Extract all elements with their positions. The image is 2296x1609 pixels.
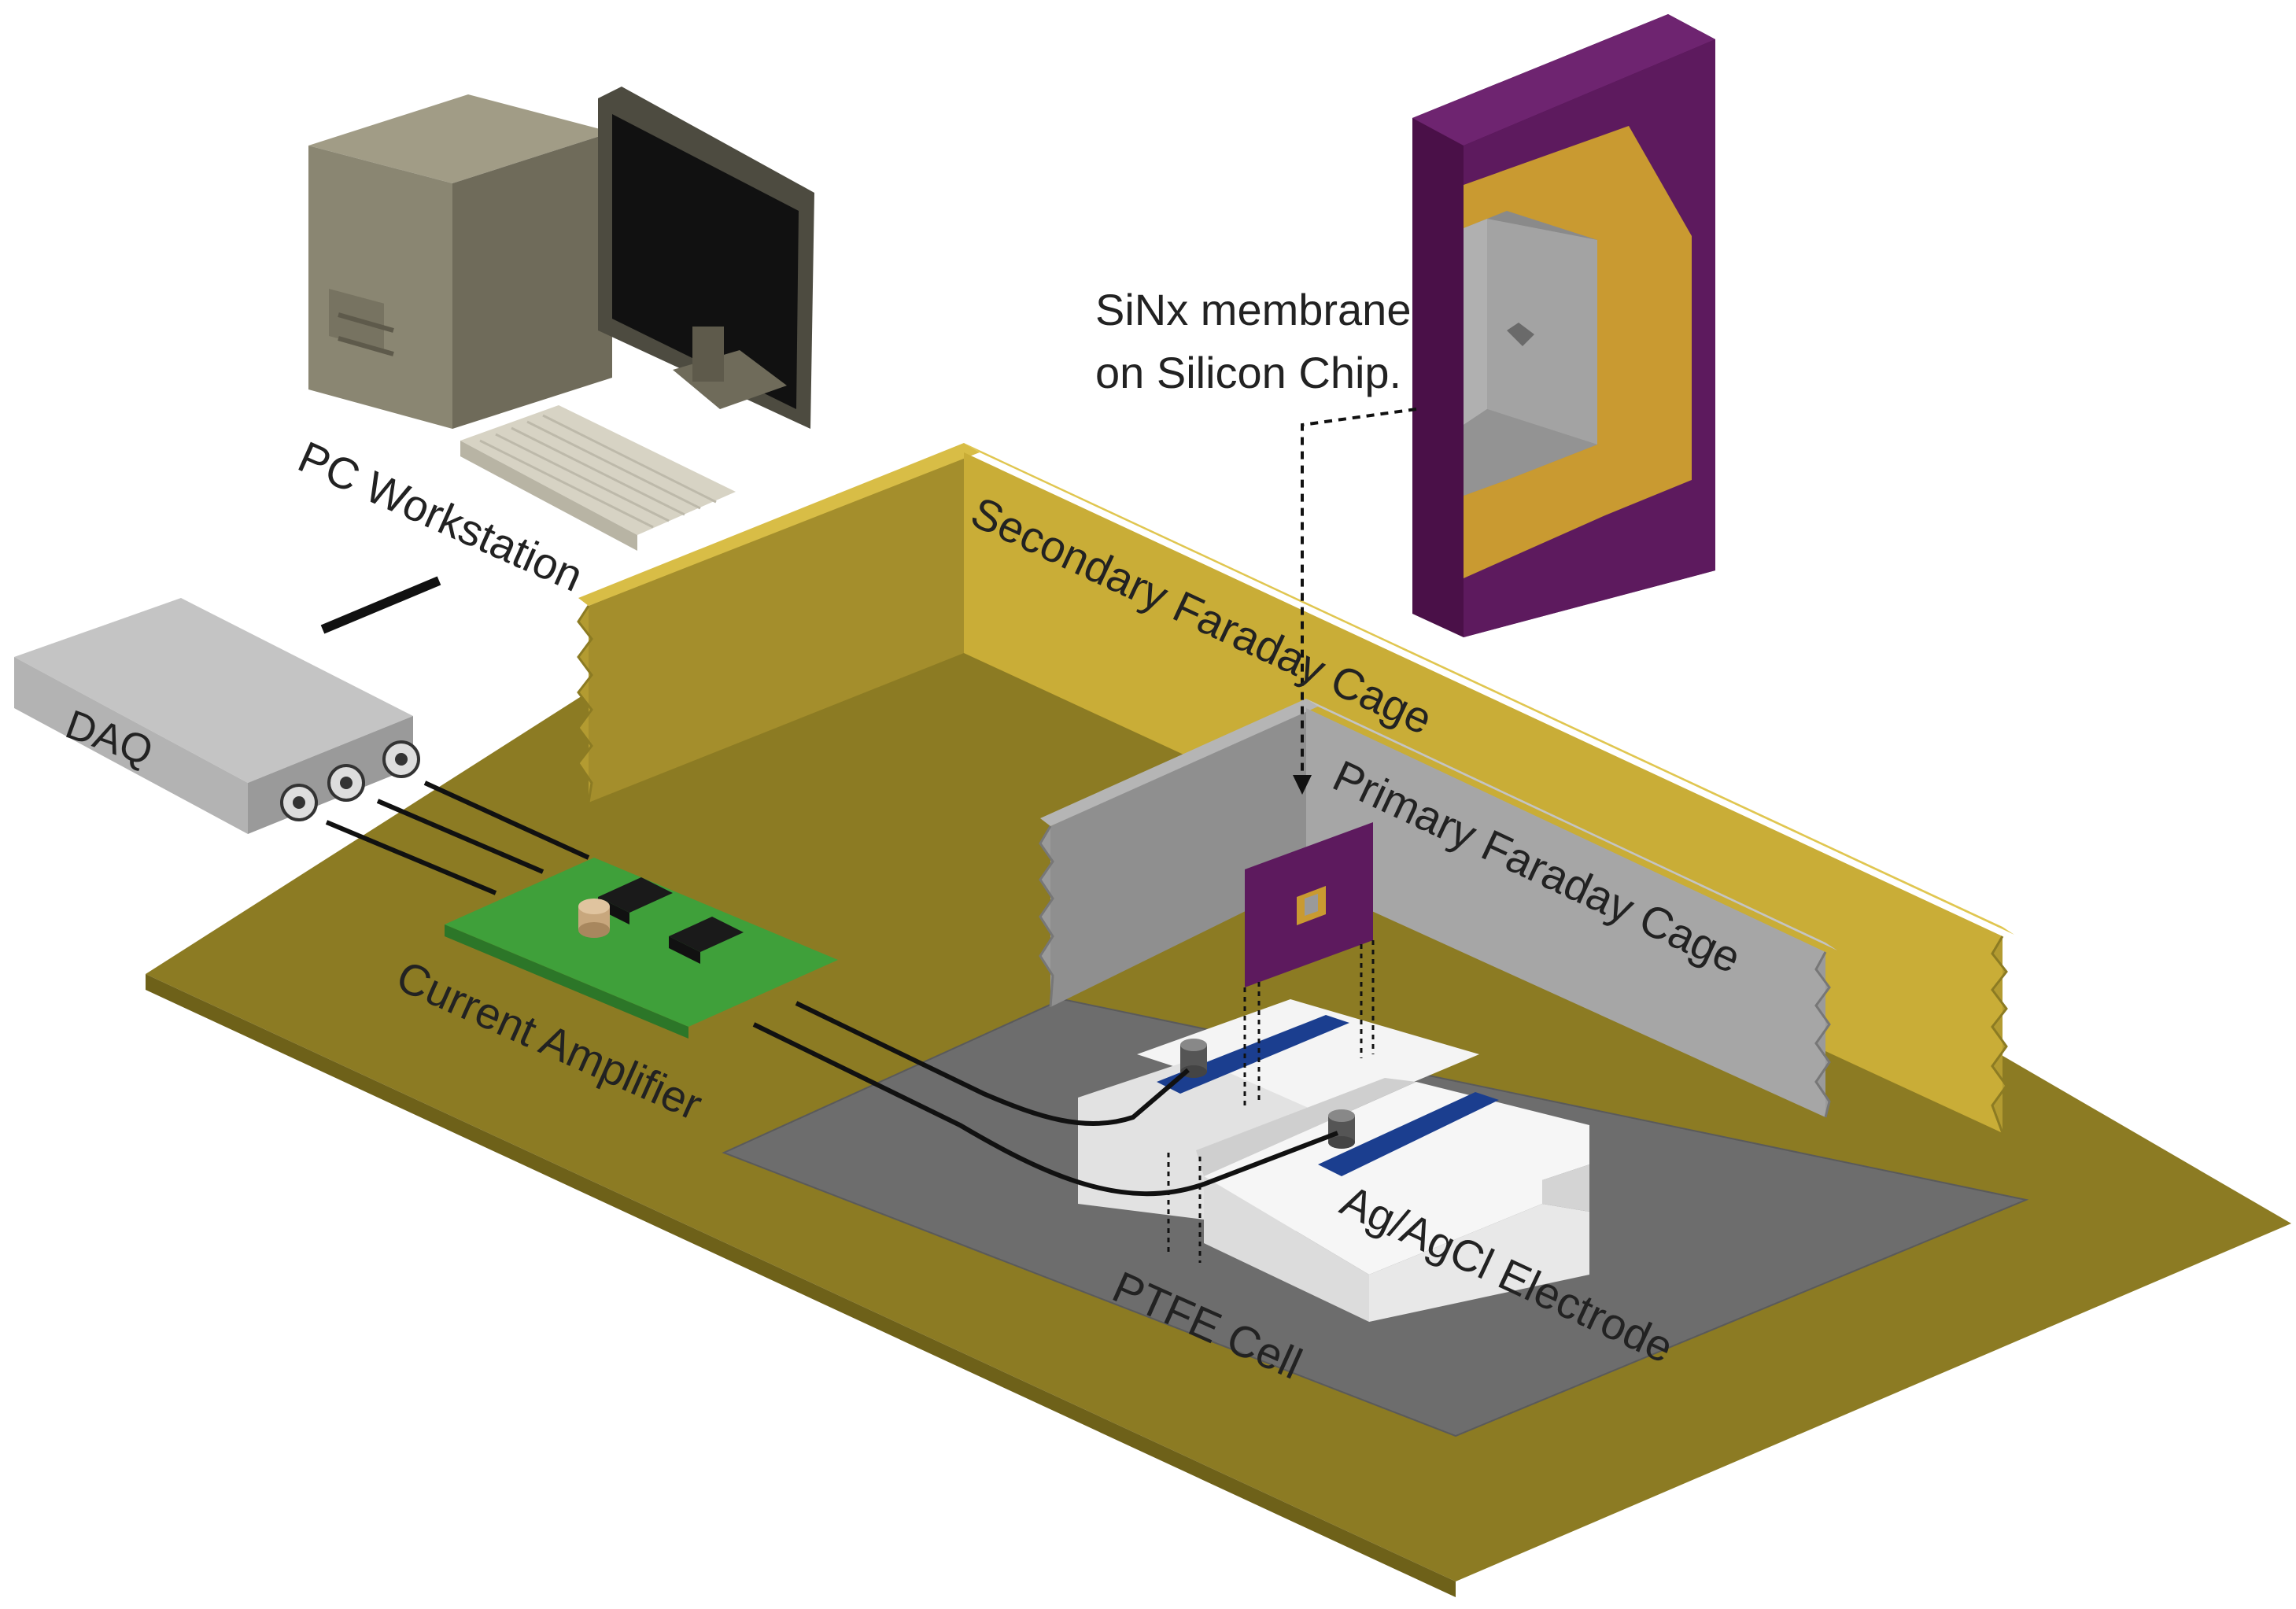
electrode-cylinder-rear <box>1180 1039 1207 1078</box>
secondary-cage-wall-left-top <box>578 443 980 606</box>
label-chip-line2: on Silicon Chip. <box>1095 348 1401 397</box>
primary-wall-serration-right <box>1814 951 1831 1118</box>
ptfe-block-front-side <box>1369 1204 1589 1322</box>
ptfe-block-front-face <box>1204 1176 1369 1322</box>
pc-tower-icon <box>308 94 612 429</box>
chip-guide-lines <box>1167 940 1375 1263</box>
electrode-strip-front <box>1318 1092 1499 1176</box>
pc-daq-cable <box>320 576 441 634</box>
secondary-cage-floor-edge <box>146 974 1456 1597</box>
primary-cage-wall-left-top <box>1040 699 1318 826</box>
secondary-cage-wall-left <box>589 452 964 803</box>
primary-wall-serration-left <box>1039 825 1054 1008</box>
ptfe-channel <box>1196 1078 1416 1176</box>
chip-pointer-arrowhead <box>1293 775 1312 795</box>
amp-electrode-wires <box>752 1001 1339 1197</box>
large-silicon-chip <box>1412 14 1715 637</box>
primary-cage-wall-left <box>1050 708 1306 1007</box>
small-chip-membrane <box>1305 894 1318 916</box>
secondary-cage-wall-right-top <box>964 443 2014 935</box>
primary-cage-wall-right-top <box>1306 699 1837 950</box>
keyboard-icon <box>460 405 736 551</box>
electrode-cylinder-front <box>1328 1109 1355 1149</box>
label-chip-line1: SiNx membrane <box>1095 285 1411 334</box>
bnc-connector-icon <box>280 740 420 821</box>
secondary-wall-serration-right <box>1991 936 2008 1134</box>
primary-cage-wall-right <box>1306 708 1825 1117</box>
capacitor-icon <box>578 899 610 938</box>
secondary-wall-serration-left <box>577 605 593 803</box>
daq-amp-wires <box>325 781 590 895</box>
monitor-icon <box>598 87 814 429</box>
current-amplifier-board <box>445 858 838 1039</box>
chip-pointer <box>1301 408 1417 775</box>
ptfe-block-front-top <box>1204 1082 1589 1275</box>
ptfe-block-step <box>1542 1164 1589 1212</box>
ic-chip-icon <box>598 877 744 964</box>
